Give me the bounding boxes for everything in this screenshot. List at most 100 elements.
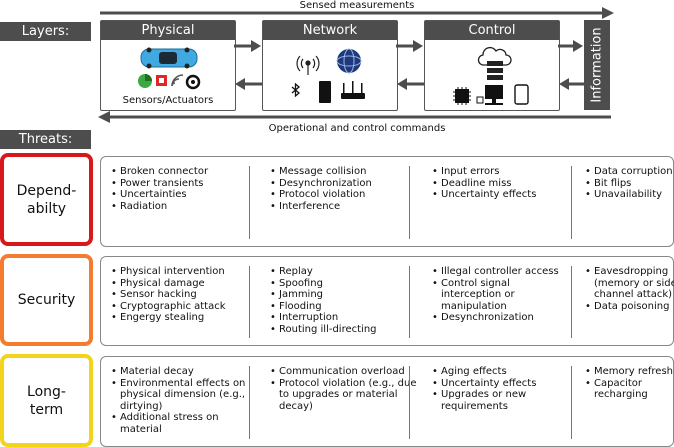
threat-item: Engergy stealing [111, 312, 257, 324]
threat-item: Environmental effects on physical dimens… [111, 378, 257, 413]
threat-item: Broken connector [111, 166, 257, 178]
threat-item: Sensor hacking [111, 289, 257, 301]
threat-item: Uncertainties [111, 189, 257, 201]
threat-item: Eavesdropping (memory or side-channel at… [585, 266, 674, 301]
threat-item: Uncertainty effects [432, 189, 570, 201]
threat-item: Input errors [432, 166, 570, 178]
threat-item: Power transients [111, 178, 257, 190]
threat-item: Uncertainty effects [432, 378, 570, 390]
threat-item: Desynchronization [270, 178, 418, 190]
threat-item: Aging effects [432, 366, 570, 378]
gauge-icon [138, 74, 152, 88]
router-icon [341, 81, 365, 99]
actuator-icon [185, 74, 201, 90]
column-divider [249, 266, 250, 338]
long-term-column-4: Memory refreshCapacitor recharging [585, 366, 674, 401]
threats-label: Threats: [0, 130, 91, 149]
threat-item: Protocol violation [270, 189, 418, 201]
long-term-column-2: Communication overloadProtocol violation… [270, 366, 418, 412]
threat-item: Data poisoning [585, 301, 674, 313]
threat-item: Upgrades or new requirements [432, 389, 570, 412]
threat-item: Unavailability [585, 189, 674, 201]
column-divider [409, 266, 410, 338]
threat-item: Cryptographic attack [111, 301, 257, 313]
desktop-icon [476, 85, 503, 105]
information-layer-box: Information [584, 20, 610, 110]
microchip-icon [453, 87, 471, 105]
sensors-actuators-caption: Sensors/Actuators [122, 95, 214, 106]
threat-item: Protocol violation (e.g., due to upgrade… [270, 378, 418, 413]
threat-item: Bit flips [585, 178, 674, 190]
threat-item: Communication overload [270, 366, 418, 378]
threat-item: Interference [270, 201, 418, 213]
device-icon [319, 81, 331, 103]
phys-net-arrows [234, 40, 262, 90]
threat-item: Control signal interception or manipulat… [432, 278, 570, 313]
column-divider [409, 366, 410, 439]
threat-item: Replay [270, 266, 418, 278]
network-icons [291, 48, 365, 103]
wifi-icon [296, 55, 320, 75]
chip-icon [156, 75, 167, 86]
security-threat-box: Physical interventionPhysical damageSens… [100, 256, 674, 346]
security-category: Security [0, 254, 93, 346]
threat-item: Spoofing [270, 278, 418, 290]
threat-item: Illegal controller access [432, 266, 570, 278]
bluetooth-icon [291, 82, 300, 98]
dependability-column-3: Input errorsDeadline missUncertainty eff… [432, 166, 570, 201]
physical-layer-title: Physical [101, 21, 235, 40]
column-divider [571, 266, 572, 338]
operational-commands-arrow [98, 111, 611, 123]
threat-item: Material decay [111, 366, 257, 378]
operational-commands-label: Operational and control commands [268, 123, 446, 134]
long-term-threat-box: Material decayEnvironmental effects on p… [100, 356, 674, 447]
security-column-4: Eavesdropping (memory or side-channel at… [585, 266, 674, 312]
dependability-column-4: Data corruptionBit flipsUnavailability [585, 166, 674, 201]
long-term-column-1: Material decayEnvironmental effects on p… [111, 366, 257, 435]
threat-item: Physical damage [111, 278, 257, 290]
network-layer-box: Network [262, 20, 398, 111]
dependability-category: Depend- abilty [0, 153, 93, 246]
threat-item: Physical intervention [111, 266, 257, 278]
layers-label: Layers: [0, 22, 91, 41]
threat-item: Deadline miss [432, 178, 570, 190]
dependability-column-1: Broken connectorPower transientsUncertai… [111, 166, 257, 212]
threat-item: Routing ill-directing [270, 324, 418, 336]
threat-item: Flooding [270, 301, 418, 313]
security-column-2: ReplaySpoofingJammingFloodingInterruptio… [270, 266, 418, 335]
control-layer-title: Control [425, 21, 559, 40]
control-layer-box: Control [424, 20, 560, 111]
dependability-threat-box: Broken connectorPower transientsUncertai… [100, 156, 674, 247]
globe-icon [336, 48, 362, 74]
threat-item: Jamming [270, 289, 418, 301]
security-column-3: Illegal controller accessControl signal … [432, 266, 570, 324]
long-term-category: Long- term [0, 354, 93, 447]
ctrl-info-arrows [558, 40, 584, 90]
column-divider [571, 366, 572, 439]
long-term-column-3: Aging effectsUncertainty effectsUpgrades… [432, 366, 570, 412]
threat-item: Desynchronization [432, 312, 570, 324]
information-layer-title: Information [589, 27, 605, 103]
tablet-icon [514, 84, 529, 105]
column-divider [571, 166, 572, 239]
car-icon [140, 47, 198, 69]
column-divider [249, 166, 250, 239]
control-icons [453, 47, 529, 105]
dependability-column-2: Message collisionDesynchronizationProtoc… [270, 166, 418, 212]
column-divider [249, 366, 250, 439]
threat-item: Additional stress on material [111, 412, 257, 435]
security-column-1: Physical interventionPhysical damageSens… [111, 266, 257, 324]
threat-item: Message collision [270, 166, 418, 178]
sensed-measurements-label: Sensed measurements [299, 0, 415, 11]
sensed-measurements-arrow [100, 7, 614, 19]
threat-item: Capacitor recharging [585, 378, 674, 401]
physical-icons [138, 47, 201, 90]
network-layer-title: Network [263, 21, 397, 40]
physical-layer-box: Physical Sensors/Actuators [100, 20, 236, 111]
threat-item: Radiation [111, 201, 257, 213]
column-divider [409, 166, 410, 239]
threat-item: Data corruption [585, 166, 674, 178]
threat-item: Interruption [270, 312, 418, 324]
net-ctrl-arrows [396, 40, 424, 90]
threat-item: Memory refresh [585, 366, 674, 378]
